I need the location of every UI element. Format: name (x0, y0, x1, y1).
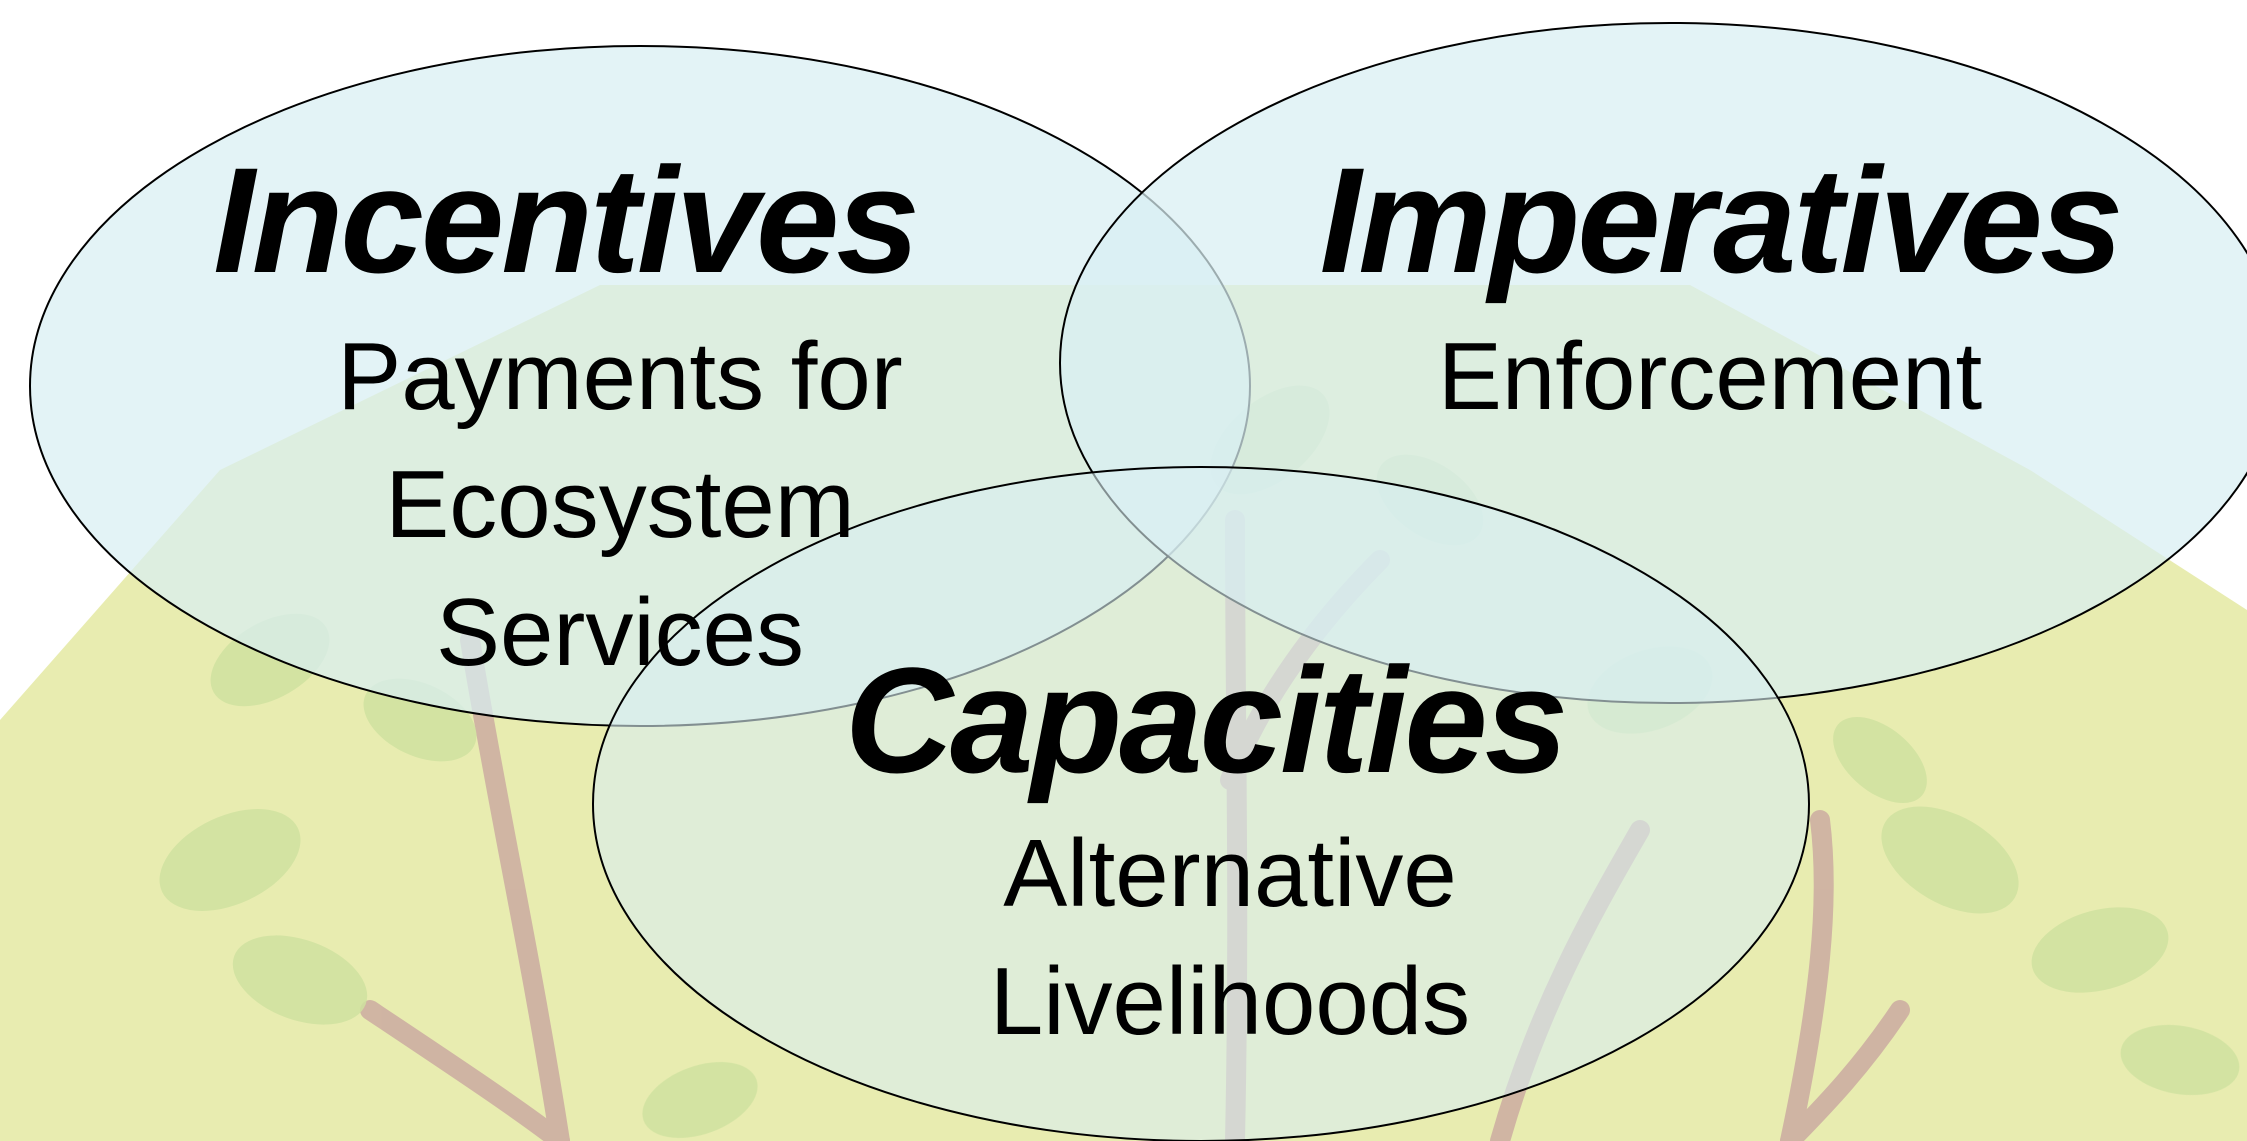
imperatives-description: Enforcement (1310, 313, 2110, 441)
capacities-title: Capacities (844, 636, 1568, 804)
capacities-line-2: Livelihoods (989, 948, 1471, 1055)
imperatives-line-1: Enforcement (1437, 323, 1983, 430)
imperatives-title: Imperatives (1319, 136, 2124, 304)
capacities-circle (592, 466, 1810, 1141)
incentives-line-1: Payments for (337, 323, 903, 430)
incentives-line-2: Ecosystem (385, 451, 855, 558)
capacities-description: Alternative Livelihoods (830, 810, 1630, 1066)
incentives-description: Payments for Ecosystem Services (250, 313, 990, 697)
incentives-title: Incentives (213, 136, 920, 304)
incentives-line-3: Services (435, 579, 805, 686)
capacities-line-1: Alternative (1003, 820, 1457, 927)
